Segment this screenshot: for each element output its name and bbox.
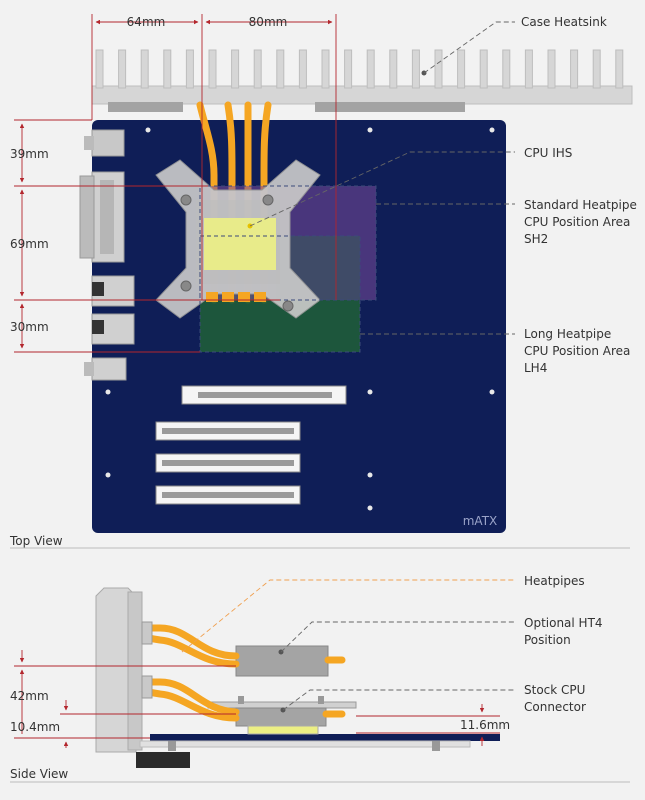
heatsink-fin (95, 49, 104, 89)
heatsink-fin (276, 49, 285, 89)
label-stock-cpu-line-1: Stock CPU (524, 683, 585, 697)
dim-height-bottom: 30mm (10, 320, 49, 334)
heatsink-fin (321, 49, 330, 89)
label-standard-line-3: SH2 (524, 232, 548, 246)
heatsink-fin (389, 49, 398, 89)
heatsink-fin (118, 49, 127, 89)
label-heatpipes: Heatpipes (524, 574, 585, 588)
heatsink-fin (185, 49, 194, 89)
heatsink-fin (479, 49, 488, 89)
side-dimension-lines (14, 650, 500, 748)
heatsink-fin (366, 49, 375, 89)
caption-top-view: Top View (9, 534, 63, 548)
dim-width-left: 64mm (127, 15, 166, 29)
case-heatsink (91, 49, 633, 112)
expansion-slots (155, 385, 347, 505)
heatsink-fin (231, 49, 240, 89)
heatsink-fin (502, 49, 511, 89)
heatsink-fin (411, 49, 420, 89)
heatsink-fin (524, 49, 533, 89)
label-standard-line-1: Standard Heatpipe (524, 198, 637, 212)
heatsink-fin (140, 49, 149, 89)
optional-ht4-block (235, 645, 329, 677)
dim-height-top: 39mm (10, 147, 49, 161)
cpu-ihs (204, 218, 276, 270)
top-leader-lines (249, 21, 515, 335)
motherboard-side (150, 734, 500, 741)
label-cpu-ihs: CPU IHS (524, 146, 572, 160)
heatsink-fin (208, 49, 217, 89)
label-optional-ht4-line-2: Position (524, 633, 571, 647)
dim-side-height-left: 42mm (10, 689, 49, 703)
heatsink-fin (615, 49, 624, 89)
heatsink-fin (592, 49, 601, 89)
label-stock-cpu-line-2: Connector (524, 700, 586, 714)
top-dimension-lines (14, 14, 337, 353)
side-leader-lines (181, 579, 515, 711)
dim-side-height-right: 11.6mm (460, 718, 510, 732)
caption-side-view: Side View (10, 767, 68, 781)
heatsink-fin (457, 49, 466, 89)
heatsink-fin (298, 49, 307, 89)
heatsink-fin (434, 49, 443, 89)
label-board-form-factor: mATX (463, 514, 498, 528)
label-long-line-2: CPU Position Area (524, 344, 630, 358)
label-standard-line-2: CPU Position Area (524, 215, 630, 229)
label-long-line-3: LH4 (524, 361, 547, 375)
heatsink-fin (547, 49, 556, 89)
heatsink-fin (253, 49, 262, 89)
io-panel (79, 129, 135, 381)
heatsink-fin (570, 49, 579, 89)
label-long-line-1: Long Heatpipe (524, 327, 611, 341)
label-case-heatsink: Case Heatsink (521, 15, 607, 29)
dim-height-mid: 69mm (10, 237, 49, 251)
dim-width-right: 80mm (249, 15, 288, 29)
heatsink-fin (344, 49, 353, 89)
dim-side-height-small: 10.4mm (10, 720, 60, 734)
label-optional-ht4-line-1: Optional HT4 (524, 616, 603, 630)
heatpipes-side (144, 624, 346, 722)
heatsink-fin (163, 49, 172, 89)
side-heatsink (95, 587, 190, 768)
